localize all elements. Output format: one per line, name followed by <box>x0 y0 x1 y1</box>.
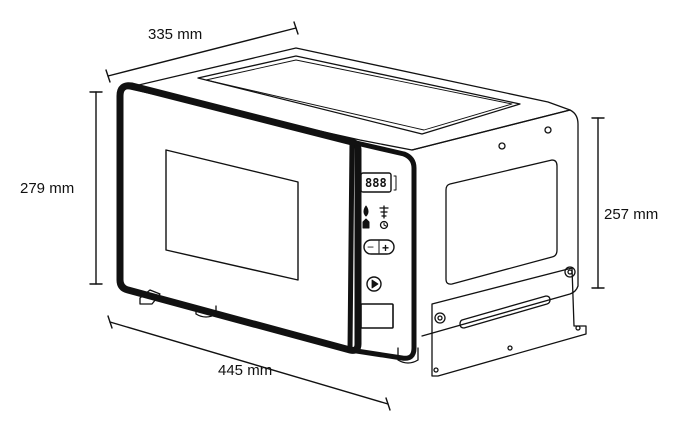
grill-icon[interactable] <box>379 205 389 219</box>
display-digits: 888 <box>365 176 387 190</box>
control-panel: 888 − + <box>347 139 417 361</box>
front-right-foot <box>397 347 419 364</box>
mounting-bracket <box>431 266 587 377</box>
kitchen-timer-icon[interactable] <box>362 218 370 229</box>
door-frame <box>116 82 362 354</box>
front-door <box>116 82 362 354</box>
dimension-line-depth <box>109 321 389 405</box>
depth-dimension-label: 445 mm <box>218 362 273 379</box>
top-plate <box>197 55 521 135</box>
control-panel-frame <box>347 139 417 361</box>
bracket-slot <box>459 295 551 329</box>
bracket-hole-icon <box>507 345 513 351</box>
start-button[interactable] <box>366 276 382 292</box>
defrost-icon[interactable] <box>363 205 369 217</box>
dimension-lines <box>89 21 605 411</box>
start-icon[interactable] <box>371 279 379 289</box>
bracket-hole-icon <box>575 325 581 331</box>
bracket-screw-icon <box>564 266 576 278</box>
minus-symbol[interactable]: − <box>367 240 374 254</box>
side-height-dimension-label: 257 mm <box>604 206 659 223</box>
bracket-screw-icon <box>434 312 446 324</box>
side-vent-panel <box>445 159 558 285</box>
dimension-line-width <box>107 27 297 77</box>
plus-symbol[interactable]: + <box>382 241 389 255</box>
width-dimension-label: 335 mm <box>148 26 203 43</box>
door-window <box>165 149 299 281</box>
door-release-button[interactable] <box>360 303 394 329</box>
clock-icon[interactable] <box>379 220 389 230</box>
minus-plus-button[interactable] <box>363 239 395 255</box>
digital-display <box>360 172 392 193</box>
bracket-hole-icon <box>433 367 439 373</box>
screw-icon <box>544 126 552 134</box>
screw-icon <box>498 142 506 150</box>
front-height-dimension-label: 279 mm <box>20 180 75 197</box>
